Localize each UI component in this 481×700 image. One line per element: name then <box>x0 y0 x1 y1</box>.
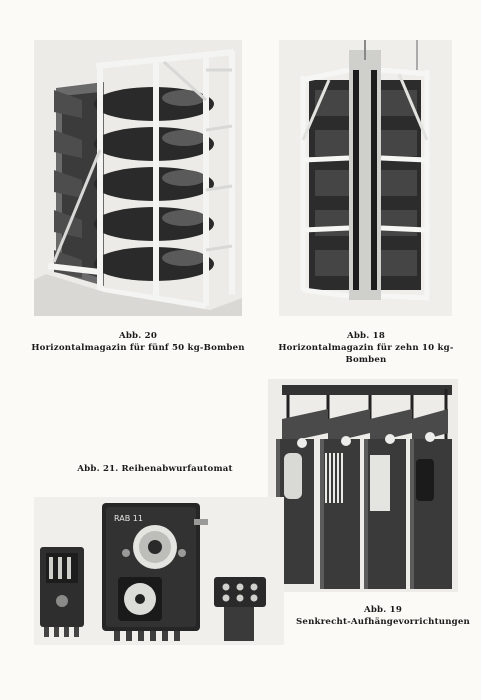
panel-label: RAB 11 <box>114 514 143 523</box>
caption-abb-21: Abb. 21. Reihenabwurfautomat <box>60 463 250 475</box>
photo-abb-19 <box>268 379 458 592</box>
photo-abb-20 <box>34 40 242 316</box>
figure-number: Abb. 20 <box>118 331 158 341</box>
figure-number: Abb. 18 <box>346 331 386 341</box>
caption-abb-18: Abb. 18 Horizontalmagazin für zehn 10 kg… <box>258 330 474 366</box>
photo-abb-18 <box>279 40 452 316</box>
figure-number: Abb. 21. <box>77 464 119 474</box>
figure-number: Abb. 19 <box>363 605 403 615</box>
figure-caption: Senkrecht-Aufhängevorrichtungen <box>296 617 470 627</box>
figure-caption: Horizontalmagazin für zehn 10 kg-Bomben <box>278 343 454 365</box>
caption-abb-20: Abb. 20 Horizontalmagazin für fünf 50 kg… <box>14 330 262 354</box>
figure-caption: Reihenabwurfautomat <box>121 464 233 474</box>
photo-abb-21: RAB 11 <box>34 497 284 645</box>
figure-caption: Horizontalmagazin für fünf 50 kg-Bomben <box>31 343 245 353</box>
caption-abb-19: Abb. 19 Senkrecht-Aufhängevorrichtungen <box>296 604 470 628</box>
